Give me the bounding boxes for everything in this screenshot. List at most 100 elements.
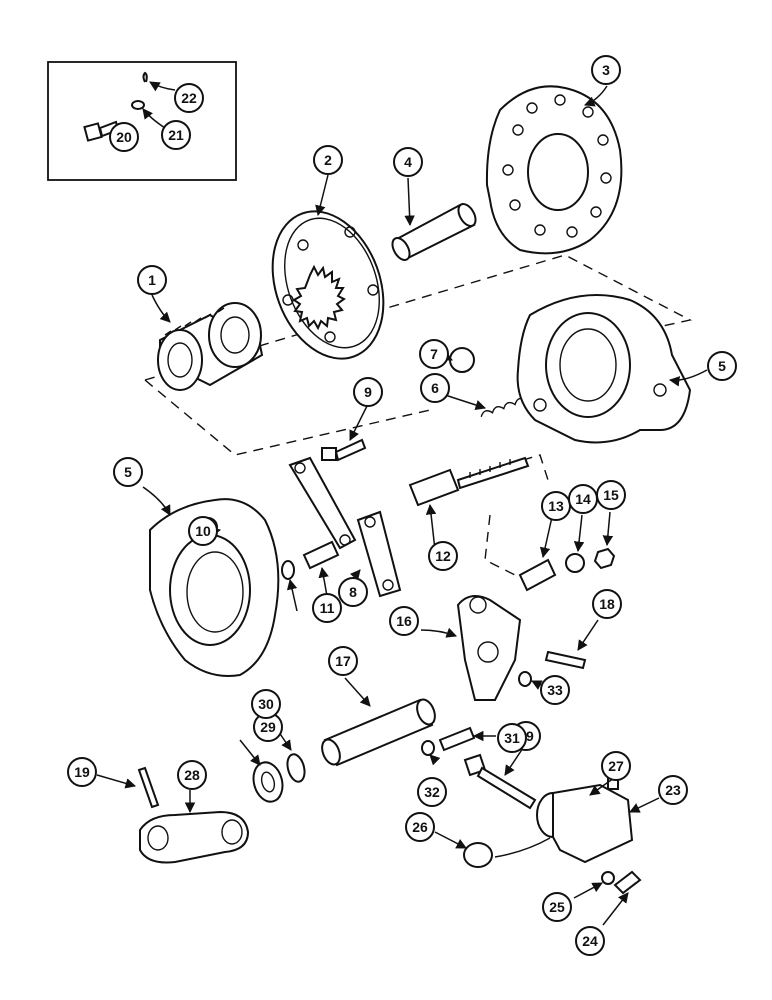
- callout-circle: [417, 777, 447, 807]
- inset-hardware-box: [47, 61, 237, 181]
- callout-circle: [338, 577, 368, 607]
- callout-9: 9: [353, 377, 383, 407]
- callout-circle: [177, 760, 207, 790]
- yoke-29: [139, 810, 250, 864]
- callout-number: 1: [148, 272, 156, 288]
- leader-lines: [96, 81, 708, 926]
- callout-circle: [188, 516, 218, 546]
- callout-2: 2: [313, 145, 343, 175]
- housing-5-right: [516, 294, 692, 444]
- callout-circle: [601, 751, 631, 781]
- callout-number: 27: [608, 758, 624, 774]
- callout-23: 23: [658, 775, 688, 805]
- shaft-18: [321, 698, 436, 767]
- callout-circle: [67, 757, 97, 787]
- pin-32: [438, 726, 476, 752]
- callout-circle: [542, 892, 572, 922]
- links-8: [288, 456, 402, 598]
- housing-5-left: [149, 498, 280, 677]
- callout-18: 18: [592, 589, 622, 619]
- callout-circle: [497, 723, 527, 753]
- callout-24: 24: [575, 926, 605, 956]
- seal-30: [252, 761, 284, 803]
- callout-5: 5: [113, 457, 143, 487]
- callout-circle: [328, 646, 358, 676]
- callout-number: 19: [74, 764, 90, 780]
- cotter-pin-23-drawing: [142, 71, 148, 83]
- callout-layer: 1234556789101112131415161718191920212223…: [67, 55, 737, 956]
- callout-28: 28: [177, 760, 207, 790]
- callout-number: 24: [582, 933, 598, 949]
- callout-number: 8: [349, 584, 357, 600]
- splined-hub-1: [157, 302, 264, 391]
- callout-circle: [393, 147, 423, 177]
- callout-number: 3: [602, 62, 610, 78]
- friction-disc-2: [271, 210, 385, 360]
- callout-5: 5: [707, 351, 737, 381]
- callout-circle: [707, 351, 737, 381]
- callout-number: 12: [435, 548, 451, 564]
- callout-4: 4: [393, 147, 423, 177]
- callout-circle: [658, 775, 688, 805]
- bolt-20: [463, 753, 537, 810]
- callout-circle: [405, 812, 435, 842]
- callout-number: 6: [431, 380, 439, 396]
- callout-number: 14: [575, 491, 591, 507]
- washer-22-drawing: [131, 100, 145, 110]
- callout-circle: [174, 83, 204, 113]
- adjuster-rod-13: [408, 456, 530, 507]
- ring-31: [286, 753, 306, 783]
- callout-number: 22: [181, 90, 197, 106]
- callout-6: 6: [420, 373, 450, 403]
- pin-11: [302, 540, 340, 570]
- callout-circle: [113, 457, 143, 487]
- callout-number: 9: [364, 384, 372, 400]
- callout-number: 30: [258, 696, 274, 712]
- callout-10: 10: [188, 516, 218, 546]
- callout-number: 25: [549, 899, 565, 915]
- callout-30: 30: [251, 689, 281, 719]
- washer-33-right: [518, 671, 532, 687]
- bolt-25: [613, 870, 642, 895]
- callout-number: 15: [603, 487, 619, 503]
- clip-12: [281, 560, 295, 580]
- callout-20: 20: [109, 122, 139, 152]
- callout-7: 7: [419, 339, 449, 369]
- callout-circle: [592, 589, 622, 619]
- lever-17: [456, 595, 522, 701]
- callout-8: 8: [338, 577, 368, 607]
- callout-1: 1: [137, 265, 167, 295]
- callout-number: 13: [548, 498, 564, 514]
- callout-circle: [161, 120, 191, 150]
- callout-number: 18: [599, 596, 615, 612]
- callout-25: 25: [542, 892, 572, 922]
- callout-number: 16: [396, 613, 412, 629]
- callout-number: 10: [195, 523, 211, 539]
- nut-16: [593, 547, 616, 570]
- bolt-9: [321, 438, 367, 462]
- callout-3: 3: [591, 55, 621, 85]
- callout-number: 7: [430, 346, 438, 362]
- callout-17: 17: [328, 646, 358, 676]
- ball-7: [449, 347, 475, 373]
- callout-circle: [591, 55, 621, 85]
- pin-19-right: [544, 650, 587, 670]
- callout-circle: [312, 593, 342, 623]
- spring-6: [480, 397, 527, 418]
- callout-29: 29: [253, 712, 283, 742]
- callout-11: 11: [312, 593, 342, 623]
- callout-number: 11: [320, 600, 335, 616]
- callout-16: 16: [389, 606, 419, 636]
- washer-15: [565, 553, 585, 573]
- perforated-plate-3: [485, 85, 623, 255]
- callout-number: 5: [718, 358, 726, 374]
- callout-circle: [313, 145, 343, 175]
- callout-number: 33: [547, 682, 563, 698]
- callout-19: 19: [67, 757, 97, 787]
- o-ring-27-guide: [494, 837, 551, 858]
- callout-number: 29: [260, 719, 276, 735]
- callout-number: 23: [665, 782, 681, 798]
- callout-14: 14: [568, 484, 598, 514]
